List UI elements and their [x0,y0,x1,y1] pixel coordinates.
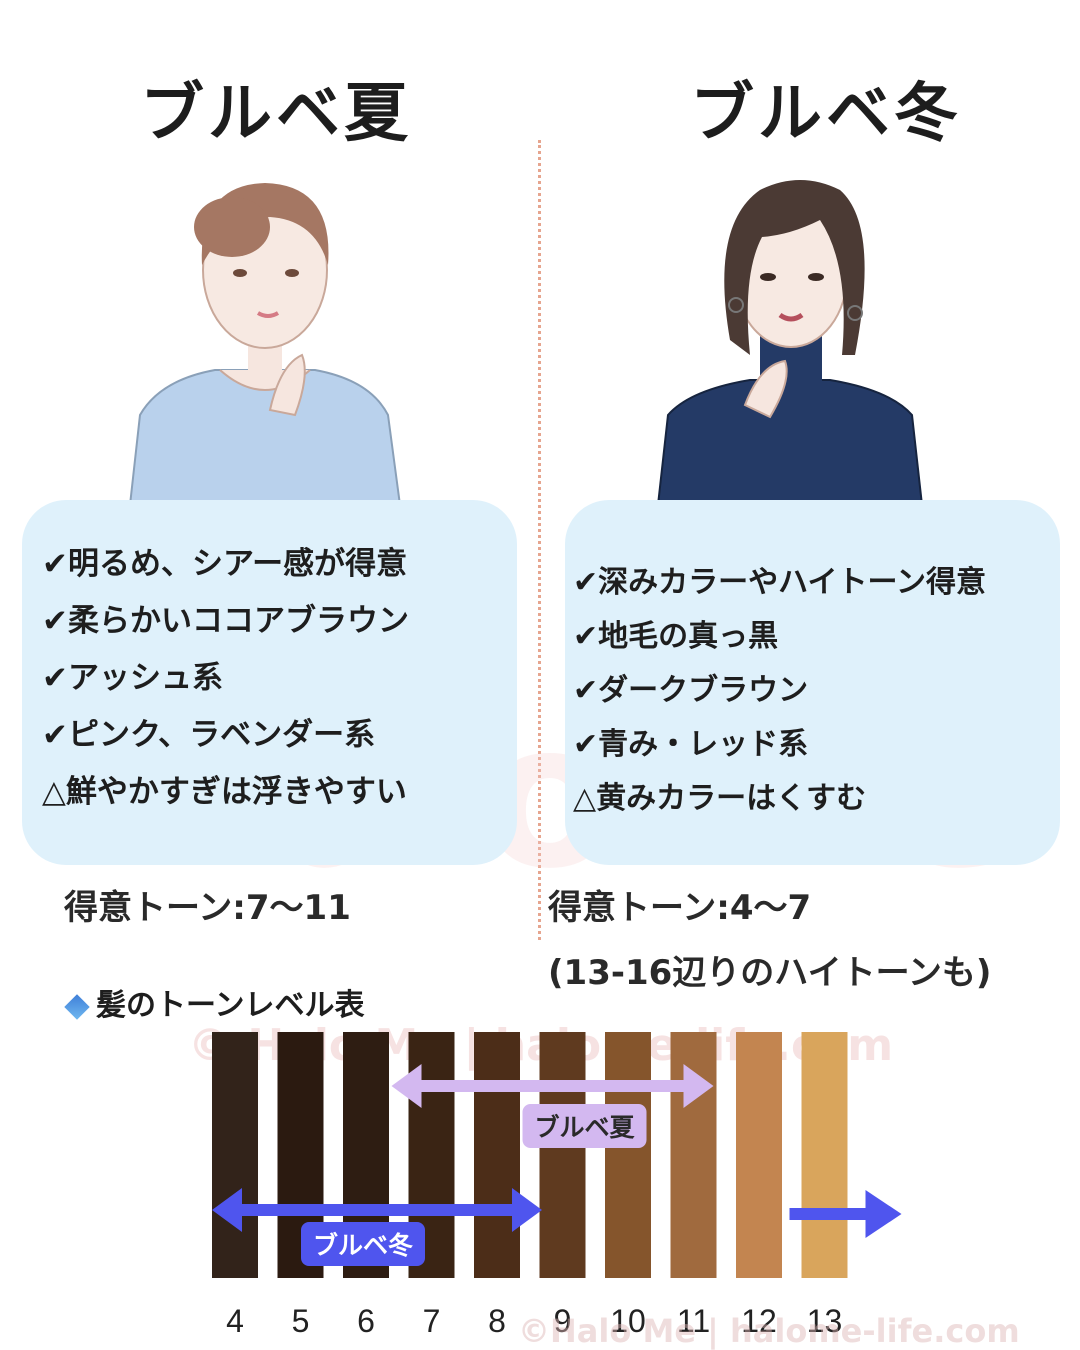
tone-label-4: 4 [226,1303,244,1339]
winter-range-label: ブルベ冬 [313,1231,413,1260]
summer-feature-item: ✔柔らかいココアブラウン [42,603,409,639]
tone-label-10: 10 [610,1303,646,1339]
summer-woman-illustration [128,183,402,505]
diamond-bullet-icon [64,993,90,1020]
summer-range-arrow-head-right [683,1064,714,1108]
column-divider [538,140,541,940]
summer-features-card: ✔明るめ、シアー感が得意 ✔柔らかいココアブラウン ✔アッシュ系 ✔ピンク、ラベ… [22,500,517,865]
tone-bar-4 [212,1032,258,1278]
tone-label-12: 12 [741,1303,777,1339]
summer-range-label-bg [522,1104,647,1148]
winter-woman-illustration [656,180,924,505]
tone-bar-8 [474,1032,520,1278]
summer-range-arrow-head-left [391,1064,422,1108]
summer-feature-item: ✔明るめ、シアー感が得意 [42,546,408,582]
winter-features-card: ✔深みカラーやハイトーン得意 ✔地毛の真っ黒 ✔ダークブラウン ✔青み・レッド系… [565,500,1060,865]
summer-feature-item: △鮮やかすぎは浮きやすい [42,774,407,810]
summer-feature-item: ✔アッシュ系 [42,660,223,696]
winter-feature-item: ✔ダークブラウン [573,673,809,708]
summer-title: ブルベ夏 [140,77,412,151]
tone-bar-10 [605,1032,651,1278]
watermark-credit-bottom: ©Halo Me | halome-life.com [518,1312,1020,1350]
winter-feature-item: ✔青み・レッド系 [573,727,809,762]
winter-range-arrow-head-right [512,1188,542,1232]
tone-label-7: 7 [423,1303,441,1339]
tone-table-title-text: 髪のトーンレベル表 [96,988,365,1023]
high-tone-arrow-head [865,1190,902,1238]
tone-label-8: 8 [488,1303,506,1339]
tone-bar-11 [670,1032,717,1278]
summer-tone-range: 得意トーン:7〜11 [64,888,351,928]
tone-label-6: 6 [357,1303,375,1339]
winter-range-arrow-head-left [212,1188,242,1232]
winter-range-label-bg [301,1222,425,1266]
tone-label-9: 9 [554,1303,572,1339]
tone-label-5: 5 [292,1303,310,1339]
tone-bar-13 [801,1032,848,1278]
summer-range-label: ブルベ夏 [534,1113,635,1142]
summer-feature-item: ✔ピンク、ラベンダー系 [42,717,376,753]
tone-bar-12 [736,1032,782,1278]
tone-label-13: 13 [807,1303,843,1339]
tone-label-11: 11 [677,1303,710,1339]
winter-feature-item: ✔深みカラーやハイトーン得意 [573,565,987,600]
winter-title: ブルベ冬 [690,77,962,151]
winter-feature-item: ✔地毛の真っ黒 [573,619,779,654]
tone-bar-9 [539,1032,586,1278]
winter-tone-range: 得意トーン:4〜7 [548,888,812,928]
winter-feature-item: △黄みカラーはくすむ [573,781,867,816]
winter-tone-note: (13-16辺りのハイトーンも) [548,953,992,993]
tone-table-title: 髪のトーンレベル表 [62,980,365,1024]
